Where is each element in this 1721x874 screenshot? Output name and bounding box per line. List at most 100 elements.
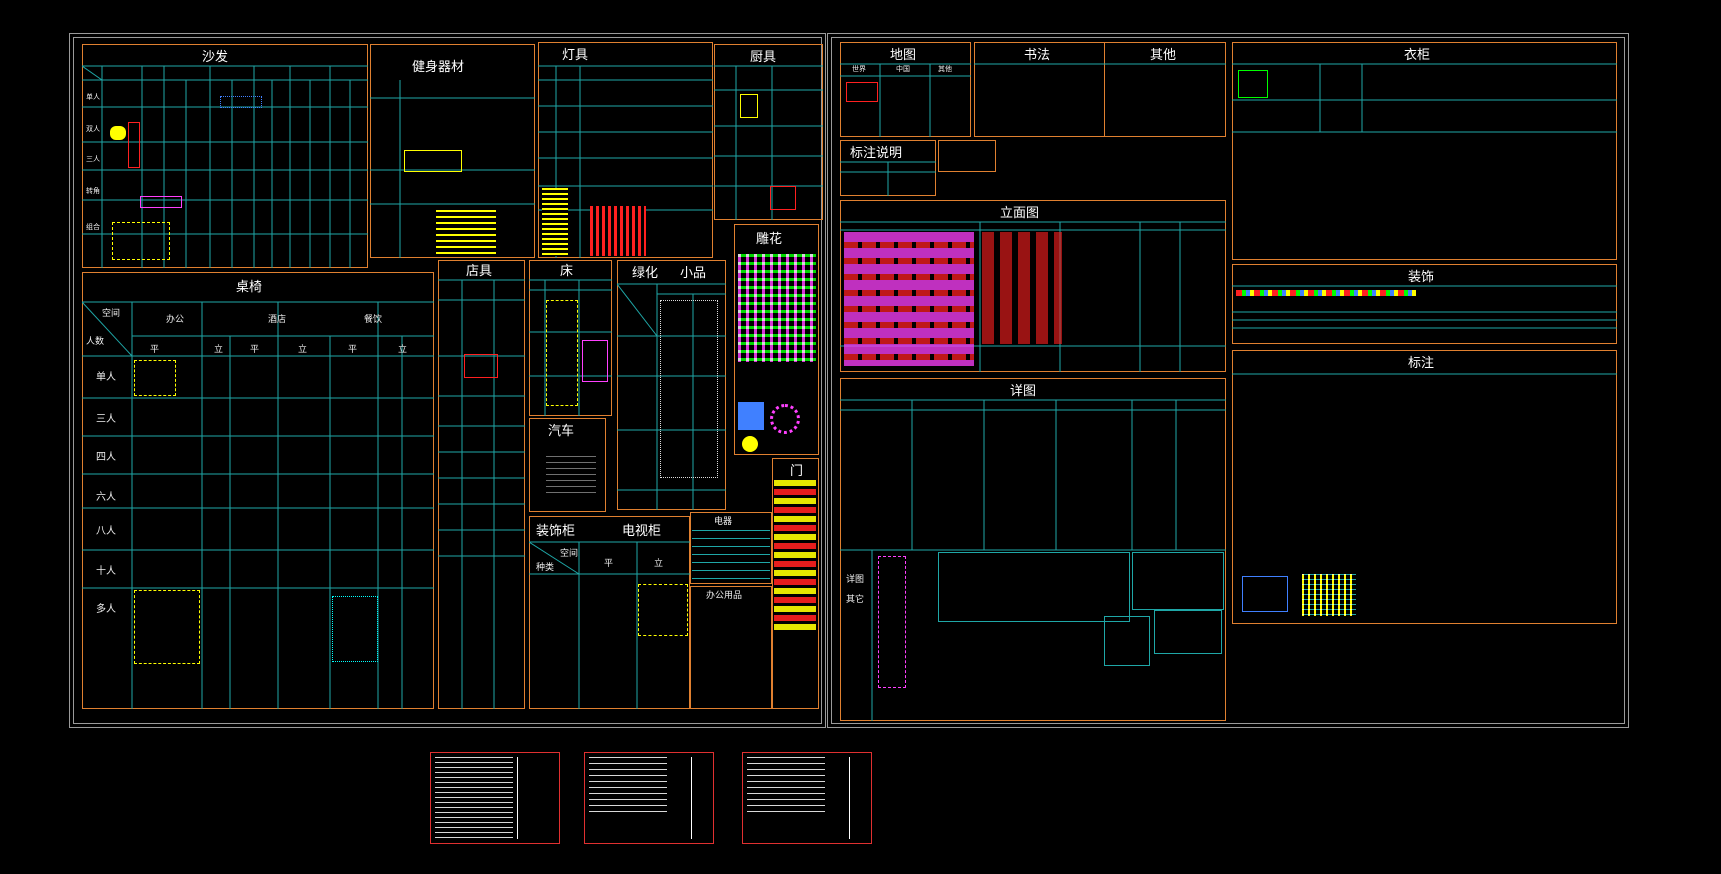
- decor-corner-top: 空间: [560, 549, 579, 559]
- panel-kitchen-title: 厨具: [750, 50, 777, 65]
- panel-tables[interactable]: [82, 272, 434, 709]
- carving-block-circle[interactable]: [742, 436, 758, 452]
- panel-tables-title: 桌椅: [236, 280, 263, 295]
- tables-row-6: 十人: [96, 566, 116, 577]
- panel-greenery[interactable]: [617, 260, 726, 510]
- panel-decor-cabinet-title: 装饰柜: [536, 524, 576, 539]
- panel-office-title: 办公用品: [706, 591, 743, 601]
- tables-group-dining: 餐饮: [364, 315, 383, 325]
- panel-decor-cabinet[interactable]: [529, 516, 690, 709]
- panel-decor-cabinet-title2: 电视柜: [622, 524, 662, 539]
- detail-block-2[interactable]: [938, 552, 1130, 622]
- panel-bed-title: 床: [560, 264, 574, 279]
- tables-group-hotel: 酒店: [268, 315, 287, 325]
- carving-block-blue[interactable]: [738, 402, 764, 430]
- panel-annotation-title: 标注: [1408, 356, 1435, 371]
- decor-block[interactable]: [638, 584, 688, 636]
- drawing-frame-right: [827, 33, 1629, 728]
- kitchen-block[interactable]: [740, 94, 758, 118]
- lamps-block-red[interactable]: [590, 206, 646, 256]
- lamps-block-yellow[interactable]: [542, 188, 568, 256]
- sofa-block-yellow[interactable]: [110, 126, 126, 140]
- panel-bed[interactable]: [529, 260, 612, 416]
- carving-block-ring[interactable]: [770, 404, 800, 434]
- shop-block[interactable]: [464, 354, 498, 378]
- panel-car[interactable]: [529, 418, 606, 512]
- sofa-block-red[interactable]: [128, 122, 140, 168]
- map-grid: [840, 63, 971, 137]
- detail-block-3[interactable]: [1132, 552, 1224, 610]
- title-sheet-2[interactable]: [584, 752, 714, 844]
- door-block[interactable]: [774, 480, 816, 630]
- wardrobe-grid: [1232, 63, 1617, 133]
- panel-decoration[interactable]: [1232, 264, 1617, 344]
- sofa-row-4: 转角: [86, 187, 100, 195]
- elevation-block-red[interactable]: [844, 232, 974, 366]
- detail-block-1[interactable]: [878, 556, 906, 688]
- panel-other[interactable]: [1104, 42, 1226, 137]
- map-col-3: 其他: [938, 65, 952, 73]
- sofa-block-set2[interactable]: [220, 96, 262, 108]
- panel-door[interactable]: [772, 458, 819, 709]
- panel-car-title: 汽车: [548, 424, 575, 439]
- carving-block-grid[interactable]: [738, 254, 816, 362]
- panel-notes-aux[interactable]: [938, 140, 996, 172]
- detail-block-5[interactable]: [1154, 610, 1222, 654]
- tables-group-office: 办公: [166, 315, 185, 325]
- panel-shop[interactable]: [438, 260, 525, 709]
- tables-block-dining[interactable]: [332, 596, 378, 662]
- tables-row-7: 多人: [96, 604, 116, 615]
- panel-map[interactable]: [840, 42, 971, 137]
- calligraphy-grid: [974, 63, 1226, 65]
- panel-elevation[interactable]: [840, 200, 1226, 372]
- panel-door-title: 门: [790, 464, 804, 479]
- panel-wardrobe[interactable]: [1232, 42, 1617, 260]
- panel-kitchen[interactable]: [714, 44, 823, 220]
- shop-grid: [438, 279, 525, 709]
- fitness-block-yellow[interactable]: [436, 210, 496, 254]
- map-block[interactable]: [846, 82, 878, 102]
- panel-carving[interactable]: [734, 224, 819, 455]
- decoration-grid: [1232, 285, 1617, 329]
- panel-annotation[interactable]: [1232, 350, 1617, 624]
- tables-block-single[interactable]: [134, 360, 176, 396]
- panel-calligraphy-title: 书法: [1024, 48, 1051, 63]
- panel-office[interactable]: [690, 586, 772, 709]
- greenery-block[interactable]: [660, 300, 718, 478]
- panel-other-title: 其他: [1150, 48, 1177, 63]
- tables-block-multi[interactable]: [134, 590, 200, 664]
- fitness-grid: [370, 80, 535, 258]
- title-sheet-1[interactable]: [430, 752, 560, 844]
- detail-row-2: 其它: [846, 595, 865, 605]
- tables-row-3: 四人: [96, 452, 116, 463]
- title-sheet-3[interactable]: [742, 752, 872, 844]
- car-block[interactable]: [546, 456, 596, 498]
- sofa-row-2: 双人: [86, 125, 100, 133]
- appliance-block[interactable]: [692, 530, 770, 582]
- panel-appliance[interactable]: [690, 512, 772, 584]
- panel-shop-title: 店具: [466, 264, 493, 279]
- tables-row-5: 八人: [96, 526, 116, 537]
- bed-block[interactable]: [546, 300, 578, 406]
- sofa-block-set[interactable]: [112, 222, 170, 260]
- tables-sub-5: 平: [348, 345, 358, 355]
- annotation-block-1[interactable]: [1242, 576, 1288, 612]
- detail-block-4[interactable]: [1104, 616, 1150, 666]
- panel-sofa-title: 沙发: [202, 50, 229, 65]
- elevation-block-2[interactable]: [982, 232, 1062, 344]
- fitness-block-mixed[interactable]: [404, 150, 462, 172]
- notes-grid: [840, 161, 936, 196]
- panel-lamps[interactable]: [538, 42, 713, 258]
- panel-lamps-title: 灯具: [562, 48, 589, 63]
- kitchen-block-red[interactable]: [770, 186, 796, 210]
- panel-fitness[interactable]: [370, 44, 535, 258]
- panel-map-title: 地图: [890, 48, 917, 63]
- panel-fitness-title: 健身器材: [412, 60, 465, 75]
- sofa-block-group[interactable]: [140, 196, 182, 208]
- wardrobe-block[interactable]: [1238, 70, 1268, 98]
- panel-sofa[interactable]: [82, 44, 368, 268]
- bed-block-2[interactable]: [582, 340, 608, 382]
- detail-row-1: 详图: [846, 575, 865, 585]
- annotation-block-2[interactable]: [1302, 574, 1356, 616]
- decoration-strip[interactable]: [1236, 290, 1416, 296]
